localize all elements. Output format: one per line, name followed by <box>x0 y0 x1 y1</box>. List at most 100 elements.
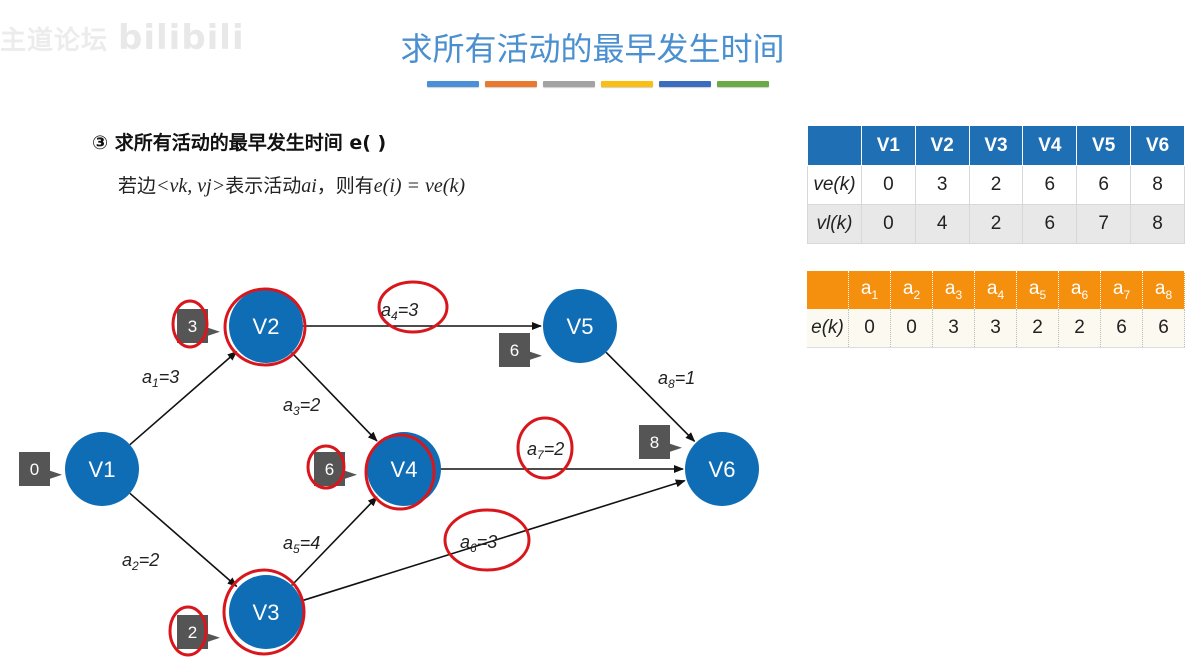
header-cell: V3 <box>968 125 1024 166</box>
earliest-time-badge: 3 <box>177 309 220 343</box>
badge-value: 2 <box>188 623 197 642</box>
cell: 3 <box>974 309 1017 348</box>
header-cell: V1 <box>860 125 916 166</box>
edge-label: a5=4 <box>283 533 320 556</box>
row-label: e(k) <box>807 309 849 348</box>
cell: 8 <box>1130 165 1185 205</box>
vertex-V4 <box>367 432 441 506</box>
subline-mid: 表示活动 <box>225 175 302 197</box>
subline-prefix: 若边 <box>118 175 157 197</box>
table-row: ve(k) 0 3 2 6 6 8 <box>807 165 1185 205</box>
definition-line: 若边<vk, vj>表示活动ai，则有e(i) = ve(k) <box>118 171 465 198</box>
badge-value: 8 <box>650 433 659 452</box>
cell: 0 <box>848 309 891 348</box>
edge-label: a2=2 <box>122 550 159 573</box>
cell: 2 <box>1016 309 1059 348</box>
cell: 8 <box>1130 204 1185 244</box>
earliest-time-badge: 8 <box>639 425 682 459</box>
edge-label: a3=2 <box>283 395 320 418</box>
red-annotation-circle <box>443 508 531 572</box>
vertex-label: V6 <box>709 457 736 482</box>
edge-label: a7=2 <box>527 439 564 462</box>
edge-label: a6=3 <box>460 532 497 555</box>
earliest-time-badge: 2 <box>177 615 220 649</box>
header-cell: V2 <box>914 125 970 166</box>
red-annotation-circle <box>171 299 209 349</box>
accent-bar <box>717 81 769 87</box>
cell: 2 <box>1058 309 1101 348</box>
header-cell: a1 <box>848 271 891 309</box>
vertex-V3 <box>229 575 303 649</box>
subline-then: ，则有 <box>316 175 374 197</box>
red-annotation-circle <box>223 287 307 367</box>
vertex-label: V4 <box>391 457 418 482</box>
cell: 0 <box>890 309 933 348</box>
edge-label: a1=3 <box>142 367 179 390</box>
activity-symbol: ai <box>301 175 317 197</box>
row-label: vl(k) <box>807 204 862 244</box>
header-cell: a7 <box>1100 271 1143 309</box>
vertex-V2 <box>229 289 303 363</box>
header-cell: a5 <box>1016 271 1059 309</box>
badge-value: 6 <box>510 341 519 360</box>
edge-V2-V4 <box>291 352 378 442</box>
header-cell: a8 <box>1142 271 1185 309</box>
slide-title: 求所有活动的最早发生时间 <box>400 30 785 68</box>
cell: 0 <box>860 165 916 205</box>
red-annotation-circle <box>168 605 208 657</box>
red-annotation-circle <box>364 433 436 511</box>
cell: 2 <box>968 204 1024 244</box>
table-row: vl(k) 0 4 2 6 7 8 <box>807 204 1185 244</box>
cell: 3 <box>932 309 975 348</box>
header-cell <box>807 125 862 166</box>
accent-bar <box>601 81 653 87</box>
earliest-time-badge: 6 <box>499 333 542 367</box>
vertex-V6 <box>685 432 759 506</box>
badge-value: 0 <box>30 460 39 479</box>
header-cell: a6 <box>1058 271 1101 309</box>
badge-value: 6 <box>325 460 334 479</box>
vertex-label: V2 <box>253 314 280 339</box>
vertex-label: V3 <box>253 600 280 625</box>
header-cell: V5 <box>1076 125 1132 166</box>
edge-V5-V6 <box>605 351 696 443</box>
cell: 2 <box>968 165 1024 205</box>
red-annotation-circle <box>306 444 346 490</box>
edge-V3-V4 <box>291 496 378 586</box>
cell: 6 <box>1100 309 1143 348</box>
vertex-label: V5 <box>567 314 594 339</box>
formula: e(i) = ve(k) <box>373 175 465 197</box>
edge-V1-V3 <box>129 492 238 588</box>
cell: 6 <box>1076 165 1132 205</box>
cell: 6 <box>1022 204 1078 244</box>
vertex-time-table: V1 V2 V3 V4 V5 V6 ve(k) 0 3 2 6 6 8 vl(k… <box>807 125 1185 244</box>
badge-value: 3 <box>188 317 197 336</box>
header-cell: V4 <box>1022 125 1078 166</box>
accent-bar <box>659 81 711 87</box>
vertex-V5 <box>543 289 617 363</box>
vertex-label: V1 <box>89 457 116 482</box>
header-cell: V6 <box>1130 125 1185 166</box>
red-annotation-circle <box>377 280 449 334</box>
accent-bar <box>427 81 479 87</box>
cell: 4 <box>914 204 970 244</box>
earliest-time-badge: 6 <box>314 452 357 486</box>
edge-notation: <vk, vj> <box>156 175 226 197</box>
accent-bar <box>543 81 595 87</box>
edge-label: a8=1 <box>658 368 695 391</box>
edge-label: a4=3 <box>381 300 418 323</box>
edge-V3-V6 <box>301 479 686 602</box>
accent-bars <box>427 81 769 87</box>
section-heading: ③ 求所有活动的最早发生时间 e( ) <box>92 132 387 154</box>
header-cell <box>807 271 849 309</box>
cell: 0 <box>860 204 916 244</box>
earliest-time-badge: 0 <box>19 452 62 486</box>
header-cell: a3 <box>932 271 975 309</box>
red-annotation-circle <box>222 568 306 656</box>
red-annotation-circle <box>516 416 574 480</box>
header-cell: a2 <box>890 271 933 309</box>
